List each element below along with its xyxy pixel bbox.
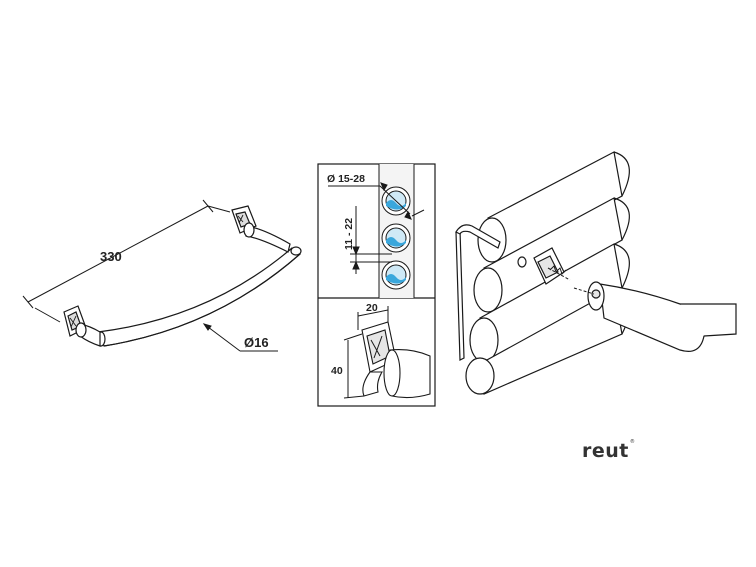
towel-bar-tube (97, 247, 301, 347)
bar-diameter-label: Ø16 (244, 335, 269, 350)
detail-panel: Ø 15-28 11 - 22 20 (317, 163, 436, 407)
diameter-leader (202, 323, 278, 352)
brand-logo-text: reut (582, 440, 629, 462)
attached-towel-bar (573, 281, 737, 352)
left-bracket (63, 305, 101, 347)
pipe-diameter-label: Ø 15-28 (327, 173, 365, 185)
bracket-height-label: 40 (331, 365, 343, 377)
pipe-section-bottom (381, 260, 411, 290)
bar-length-label: 330 (100, 249, 122, 264)
pipe-section-middle (381, 223, 411, 253)
pipe-spacing-label: 11 - 22 (343, 218, 355, 250)
brand-logo-mark: ® (629, 438, 636, 445)
mounting-screw (547, 265, 571, 281)
pipe-spacing-dimension (350, 206, 392, 274)
right-bracket (231, 205, 291, 253)
bracket-width-dimension (357, 306, 389, 330)
length-dimension-line (22, 199, 231, 323)
mounting-clip (517, 247, 565, 285)
pipe-diameter-dimension (328, 182, 425, 220)
brand-logo: reut® (582, 438, 636, 462)
radiator-installation (455, 151, 737, 395)
bracket-width-label: 20 (366, 302, 378, 314)
hex-key-tool (455, 224, 501, 361)
bracket-height-dimension (343, 333, 365, 399)
bracket-closeup (361, 321, 431, 399)
towel-bar-drawing (22, 199, 302, 352)
